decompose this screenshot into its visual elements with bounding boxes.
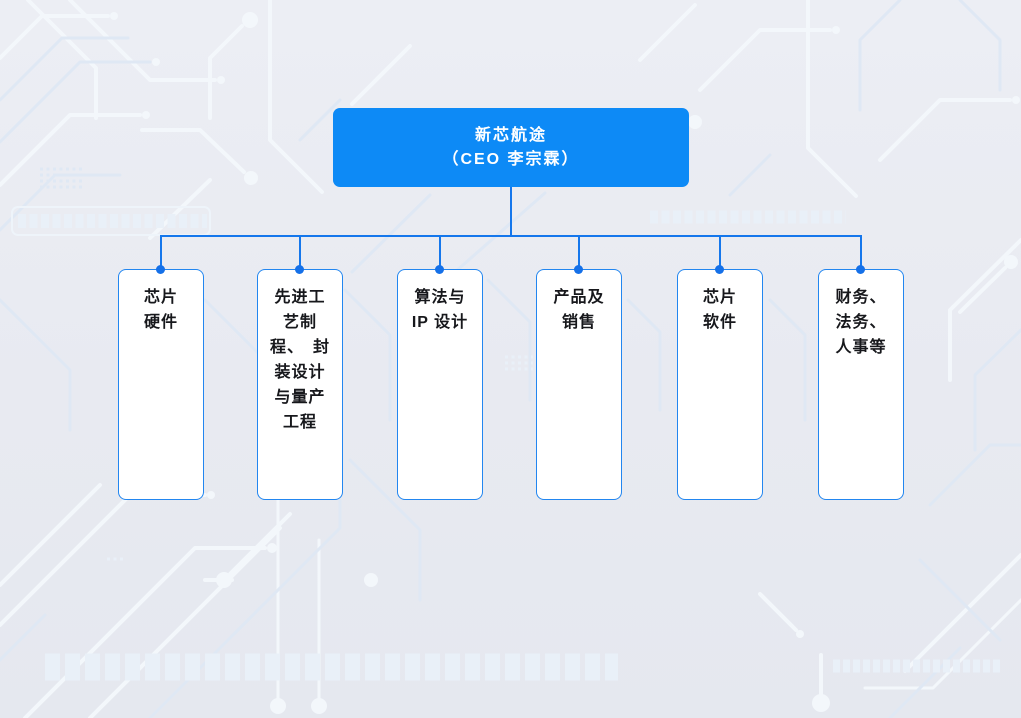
node-label: 先进工 艺制 程、 封 装设计 与量产 工程 bbox=[269, 289, 330, 431]
chip-pad-rows bbox=[11, 206, 1002, 681]
junction-dot-2 bbox=[295, 265, 304, 274]
junction-dot-1 bbox=[156, 265, 165, 274]
connector-drop-2 bbox=[299, 236, 301, 270]
node-label: 财务、 法务、 人事等 bbox=[835, 289, 887, 356]
node-label: 算法与 IP 设计 bbox=[411, 289, 469, 331]
org-node-process-packaging: 先进工 艺制 程、 封 装设计 与量产 工程 bbox=[257, 269, 343, 500]
connector-drop-6 bbox=[860, 236, 862, 270]
org-node-product-sales: 产品及 销售 bbox=[536, 269, 622, 500]
org-node-finance-legal-hr: 财务、 法务、 人事等 bbox=[818, 269, 904, 500]
connector-drop-5 bbox=[719, 236, 721, 270]
circuit-pads bbox=[110, 12, 1020, 714]
org-node-algorithm-ip: 算法与 IP 设计 bbox=[397, 269, 483, 500]
junction-dot-3 bbox=[435, 265, 444, 274]
dot-grids bbox=[40, 167, 533, 561]
connector-drop-3 bbox=[439, 236, 441, 270]
org-node-root-ceo: 新芯航途 （CEO 李宗霖） bbox=[333, 108, 689, 187]
node-label: 芯片 硬件 bbox=[143, 289, 178, 331]
connector-root-stem bbox=[510, 187, 512, 236]
connector-drop-1 bbox=[160, 236, 162, 270]
connector-drop-4 bbox=[578, 236, 580, 270]
node-label: 产品及 销售 bbox=[553, 289, 605, 331]
root-node-label: 新芯航途 （CEO 李宗霖） bbox=[442, 126, 580, 168]
junction-dot-4 bbox=[574, 265, 583, 274]
org-node-chip-hardware: 芯片 硬件 bbox=[118, 269, 204, 500]
junction-dot-5 bbox=[715, 265, 724, 274]
org-node-chip-software: 芯片 软件 bbox=[677, 269, 763, 500]
connector-horizontal-bus bbox=[160, 235, 862, 237]
junction-dot-6 bbox=[856, 265, 865, 274]
node-label: 芯片 软件 bbox=[702, 289, 737, 331]
